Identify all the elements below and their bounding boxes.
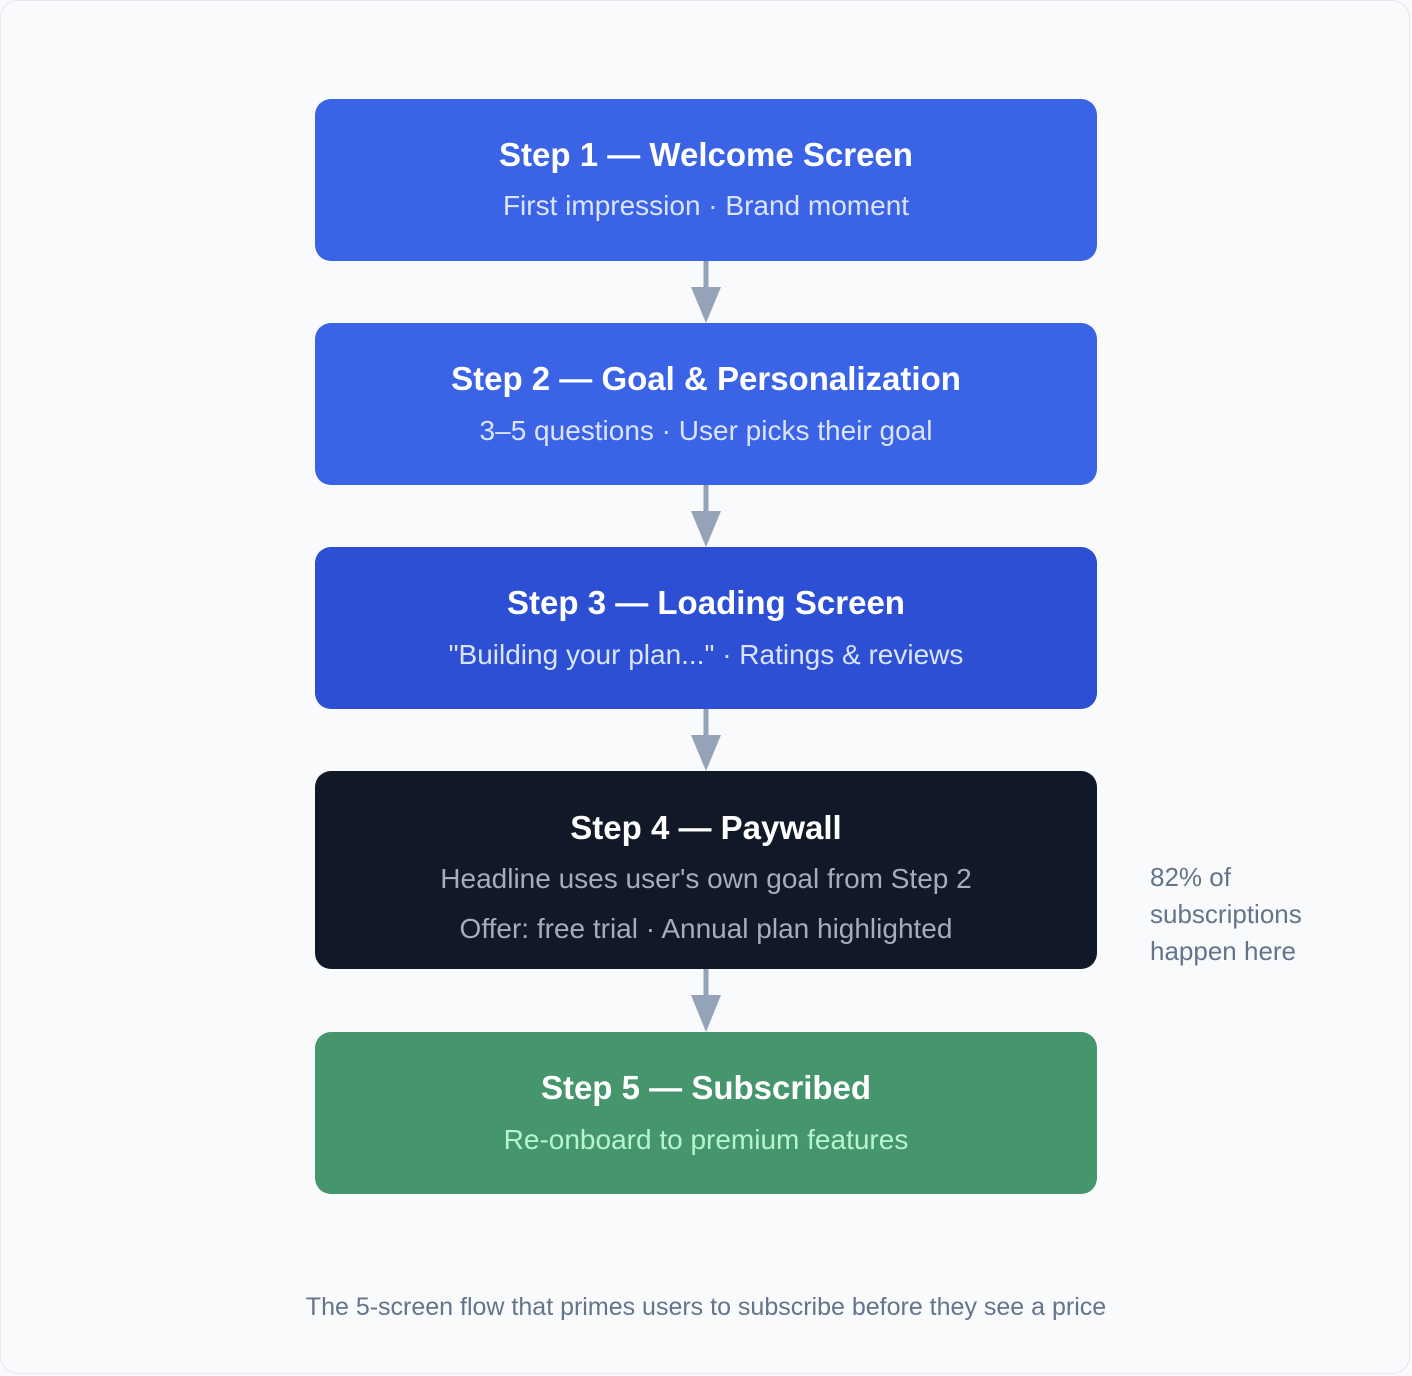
diagram-caption: The 5-screen flow that primes users to s… — [305, 1293, 1107, 1321]
arrow-down-icon — [691, 511, 721, 547]
arrow-down-icon — [691, 287, 721, 323]
step-title: Step 1 — Welcome Screen — [499, 136, 913, 173]
step-5-subscribed: Step 5 — Subscribed Re-onboard to premiu… — [315, 1032, 1097, 1194]
step-subtitle: Offer: free trial · Annual plan highligh… — [459, 913, 953, 944]
connector-3-4 — [691, 709, 721, 771]
side-note-line: happen here — [1150, 936, 1297, 966]
connector-2-3 — [691, 485, 721, 547]
step-2-goal-personalization: Step 2 — Goal & Personalization 3–5 ques… — [315, 323, 1097, 485]
step-title: Step 3 — Loading Screen — [507, 584, 905, 621]
step-subtitle: 3–5 questions · User picks their goal — [479, 415, 933, 446]
step-subtitle: "Building your plan..." · Ratings & revi… — [448, 639, 964, 670]
side-note-line: 82% of — [1150, 862, 1231, 892]
arrow-down-icon — [691, 995, 721, 1032]
step-title: Step 5 — Subscribed — [540, 1069, 872, 1106]
step-3-loading-screen: Step 3 — Loading Screen "Building your p… — [315, 547, 1097, 709]
step-subtitle: Headline uses user's own goal from Step … — [440, 863, 972, 894]
arrow-down-icon — [691, 735, 721, 771]
connector-4-5 — [691, 969, 721, 1032]
step-subtitle: Re-onboard to premium features — [503, 1124, 909, 1155]
connector-1-2 — [691, 261, 721, 323]
step-subtitle: First impression · Brand moment — [502, 190, 910, 221]
step-1-welcome-screen: Step 1 — Welcome Screen First impression… — [315, 99, 1097, 261]
step-title: Step 4 — Paywall — [570, 809, 842, 846]
step-title: Step 2 — Goal & Personalization — [451, 360, 961, 397]
paywall-side-note: 82% of subscriptions happen here — [1150, 859, 1390, 970]
step-4-paywall: Step 4 — Paywall Headline uses user's ow… — [315, 771, 1097, 969]
side-note-line: subscriptions — [1150, 899, 1302, 929]
